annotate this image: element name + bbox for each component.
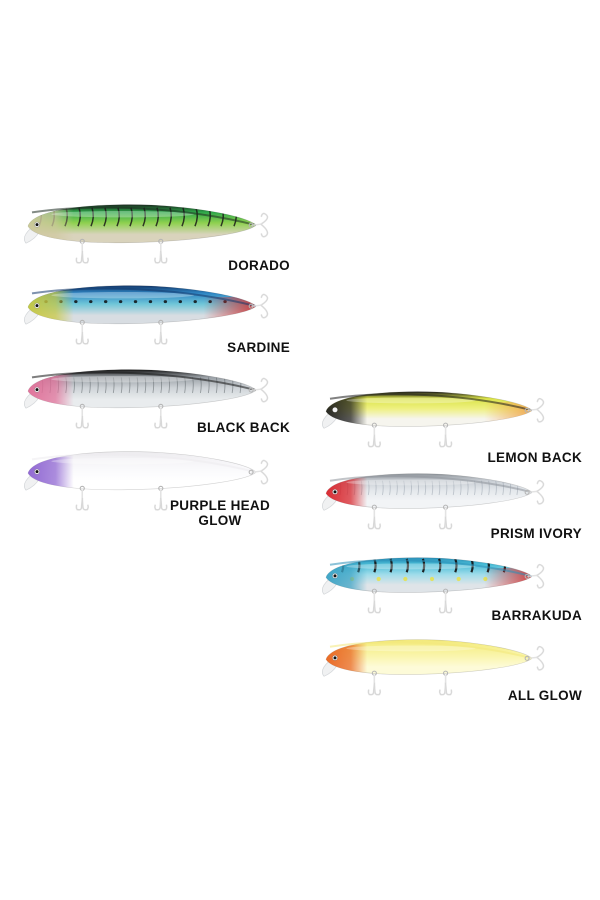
lure-lemon-back[interactable] xyxy=(316,391,558,468)
lure-label-purple-head-glow: PURPLE HEAD GLOW xyxy=(169,498,271,529)
lure-label-black-back: BLACK BACK xyxy=(197,420,290,435)
lure-label-all-glow: ALL GLOW xyxy=(507,688,582,703)
lure-prism-ivory[interactable] xyxy=(316,473,558,550)
lure-label-barrakuda: BARRAKUDA xyxy=(491,608,582,623)
lure-sardine[interactable] xyxy=(18,285,282,366)
lure-label-lemon-back: LEMON BACK xyxy=(487,450,582,465)
lure-label-prism-ivory: PRISM IVORY xyxy=(490,526,582,541)
lure-purple-head-glow[interactable] xyxy=(18,451,282,532)
lure-label-dorado: DORADO xyxy=(228,258,290,273)
lure-black-back[interactable] xyxy=(18,369,282,450)
lure-label-sardine: SARDINE xyxy=(227,340,290,355)
lure-barrakuda[interactable] xyxy=(316,557,558,634)
lure-dorado[interactable] xyxy=(18,204,282,285)
lure-all-glow[interactable] xyxy=(316,639,558,716)
